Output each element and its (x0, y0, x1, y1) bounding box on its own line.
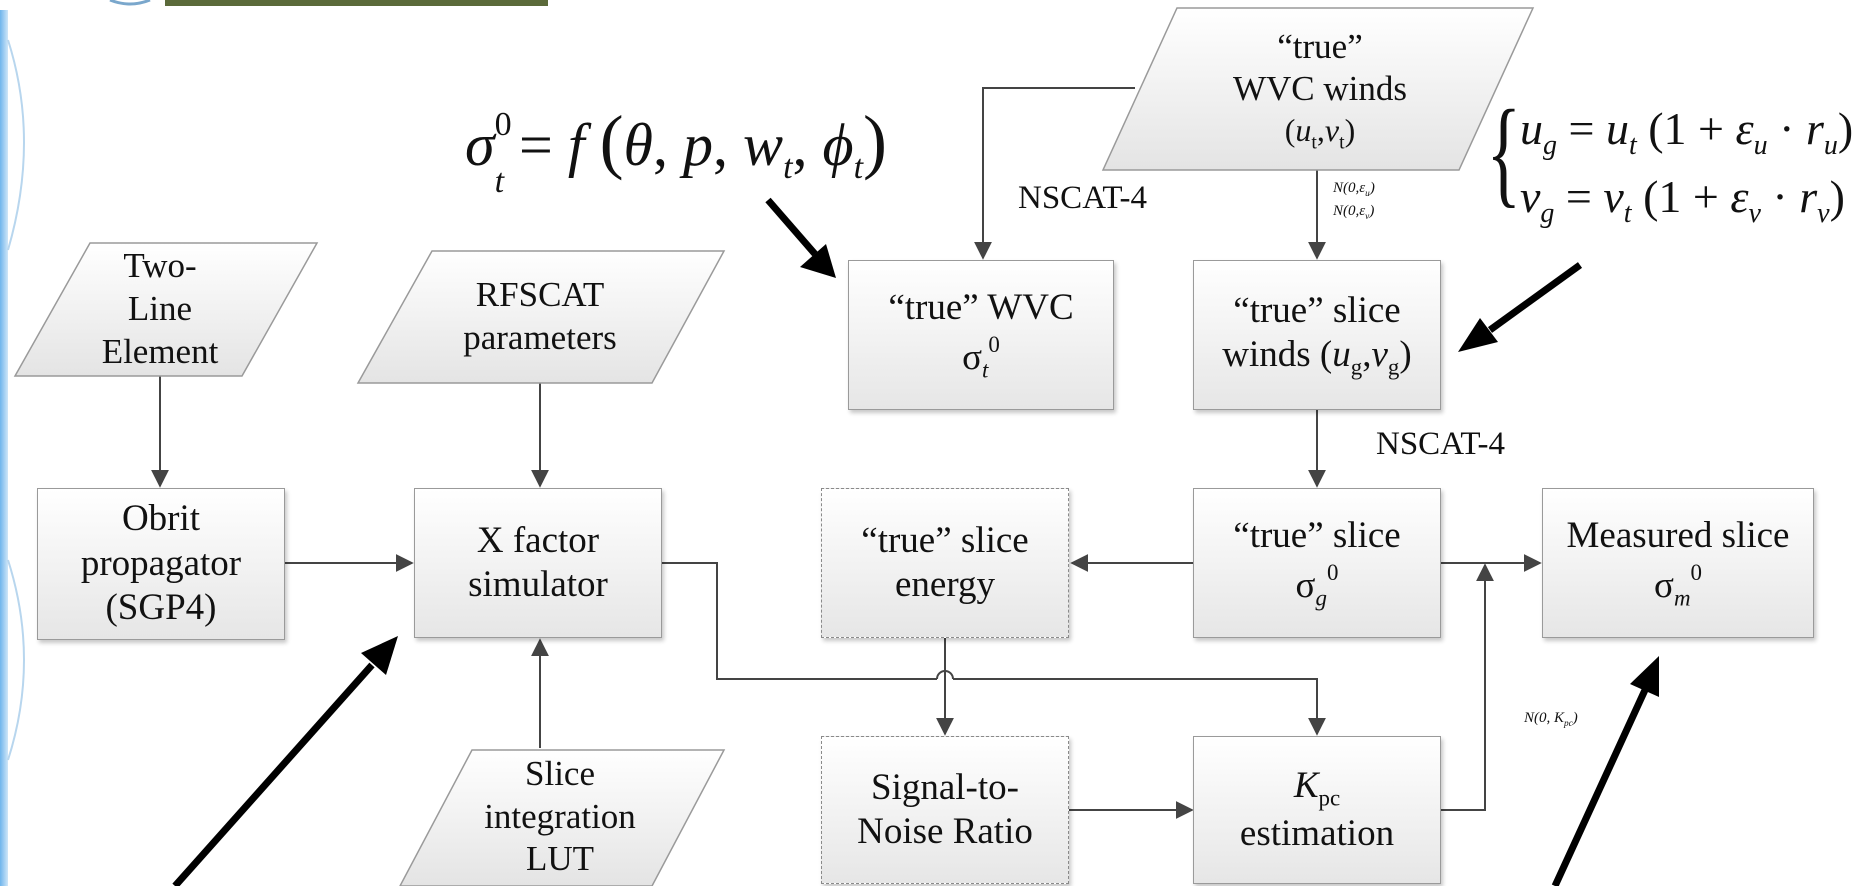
wvc-winds-symbol: (ut,vt) (1284, 111, 1356, 154)
rfscat-label-2: parameters (463, 318, 617, 357)
tle-label-3: Element (101, 331, 219, 371)
snr-label-1: Signal-to- (871, 766, 1019, 808)
measured-slice-box: Measured slice σm0 (1542, 488, 1814, 638)
true-slice-sigma: σg0 (1295, 559, 1339, 611)
ug-formula: ug = ut (1 + εu · ru) (1520, 103, 1854, 162)
xfactor-label-1: X factor (476, 519, 600, 561)
snr-label-2: Noise Ratio (857, 811, 1033, 852)
slice-winds-label-1: “true” slice (1233, 289, 1401, 331)
rfscat-label-1: RFSCAT (475, 275, 605, 315)
kpc-symbol: Kpc (1293, 764, 1341, 811)
snr-box: Signal-to- Noise Ratio (821, 736, 1069, 884)
energy-label-1: “true” slice (861, 519, 1029, 561)
orbit-propagator-box: Obrit propagator (SGP4) (37, 488, 285, 640)
slice-winds-label-2: winds (ug,vg) (1222, 334, 1412, 380)
vg-formula: vg = vt (1 + εv · rv) (1520, 171, 1845, 230)
xfactor-label-2: simulator (468, 564, 608, 605)
orbit-label-1: Obrit (121, 498, 201, 540)
tle-label-1: Two- (123, 246, 197, 286)
lut-label-2: integration (484, 796, 636, 836)
true-slice-sigma-box: “true” slice σg0 (1193, 488, 1441, 638)
top-logo-remnant (109, 0, 151, 6)
tle-label-2: Line (127, 289, 193, 329)
tle-node: Two- Line Element (60, 243, 260, 376)
noise-label: N(0,εu) N(0,εv) (1333, 178, 1375, 223)
brace: { (1486, 85, 1522, 218)
xfactor-box: X factor simulator (414, 488, 662, 638)
orbit-label-3: (SGP4) (105, 587, 217, 629)
left-blue-strip (0, 10, 8, 886)
kpc-estimation-box: Kpc estimation (1193, 736, 1441, 884)
nscat-right-label: NSCAT-4 (1376, 426, 1505, 462)
measured-sigma: σm0 (1654, 559, 1702, 611)
true-slice-energy-box: “true” slice energy (821, 488, 1069, 638)
nscat-left-label: NSCAT-4 (1018, 180, 1147, 216)
lut-label-3: LUT (525, 839, 595, 879)
noise-kpc-label: N(0, Kpc) (1524, 710, 1578, 729)
noise-v: N(0,εv) (1333, 202, 1375, 222)
rfscat-node: RFSCAT parameters (400, 251, 680, 383)
lut-label-1: Slice (525, 753, 595, 793)
lut-node: Slice integration LUT (430, 748, 690, 886)
wvc-winds-node: “true” WVC winds (ut,vt) (1140, 10, 1500, 170)
true-slice-label: “true” slice (1233, 515, 1401, 557)
true-wvc-sigma: σt0 (962, 331, 1000, 383)
energy-label-2: energy (895, 564, 995, 605)
wvc-winds-label-1: “true” (1277, 26, 1363, 66)
true-slice-winds-box: “true” slice winds (ug,vg) (1193, 260, 1441, 410)
true-wvc-sigma-box: “true” WVC σt0 (848, 260, 1114, 410)
measured-label: Measured slice (1566, 515, 1790, 557)
orbit-label-2: propagator (80, 542, 242, 584)
noise-u: N(0,εu) (1333, 180, 1375, 199)
wvc-winds-label-2: WVC winds (1232, 69, 1408, 109)
top-photo-remnant (165, 0, 548, 6)
true-wvc-label: “true” WVC (888, 287, 1074, 329)
kpc-label-2: estimation (1239, 812, 1395, 854)
